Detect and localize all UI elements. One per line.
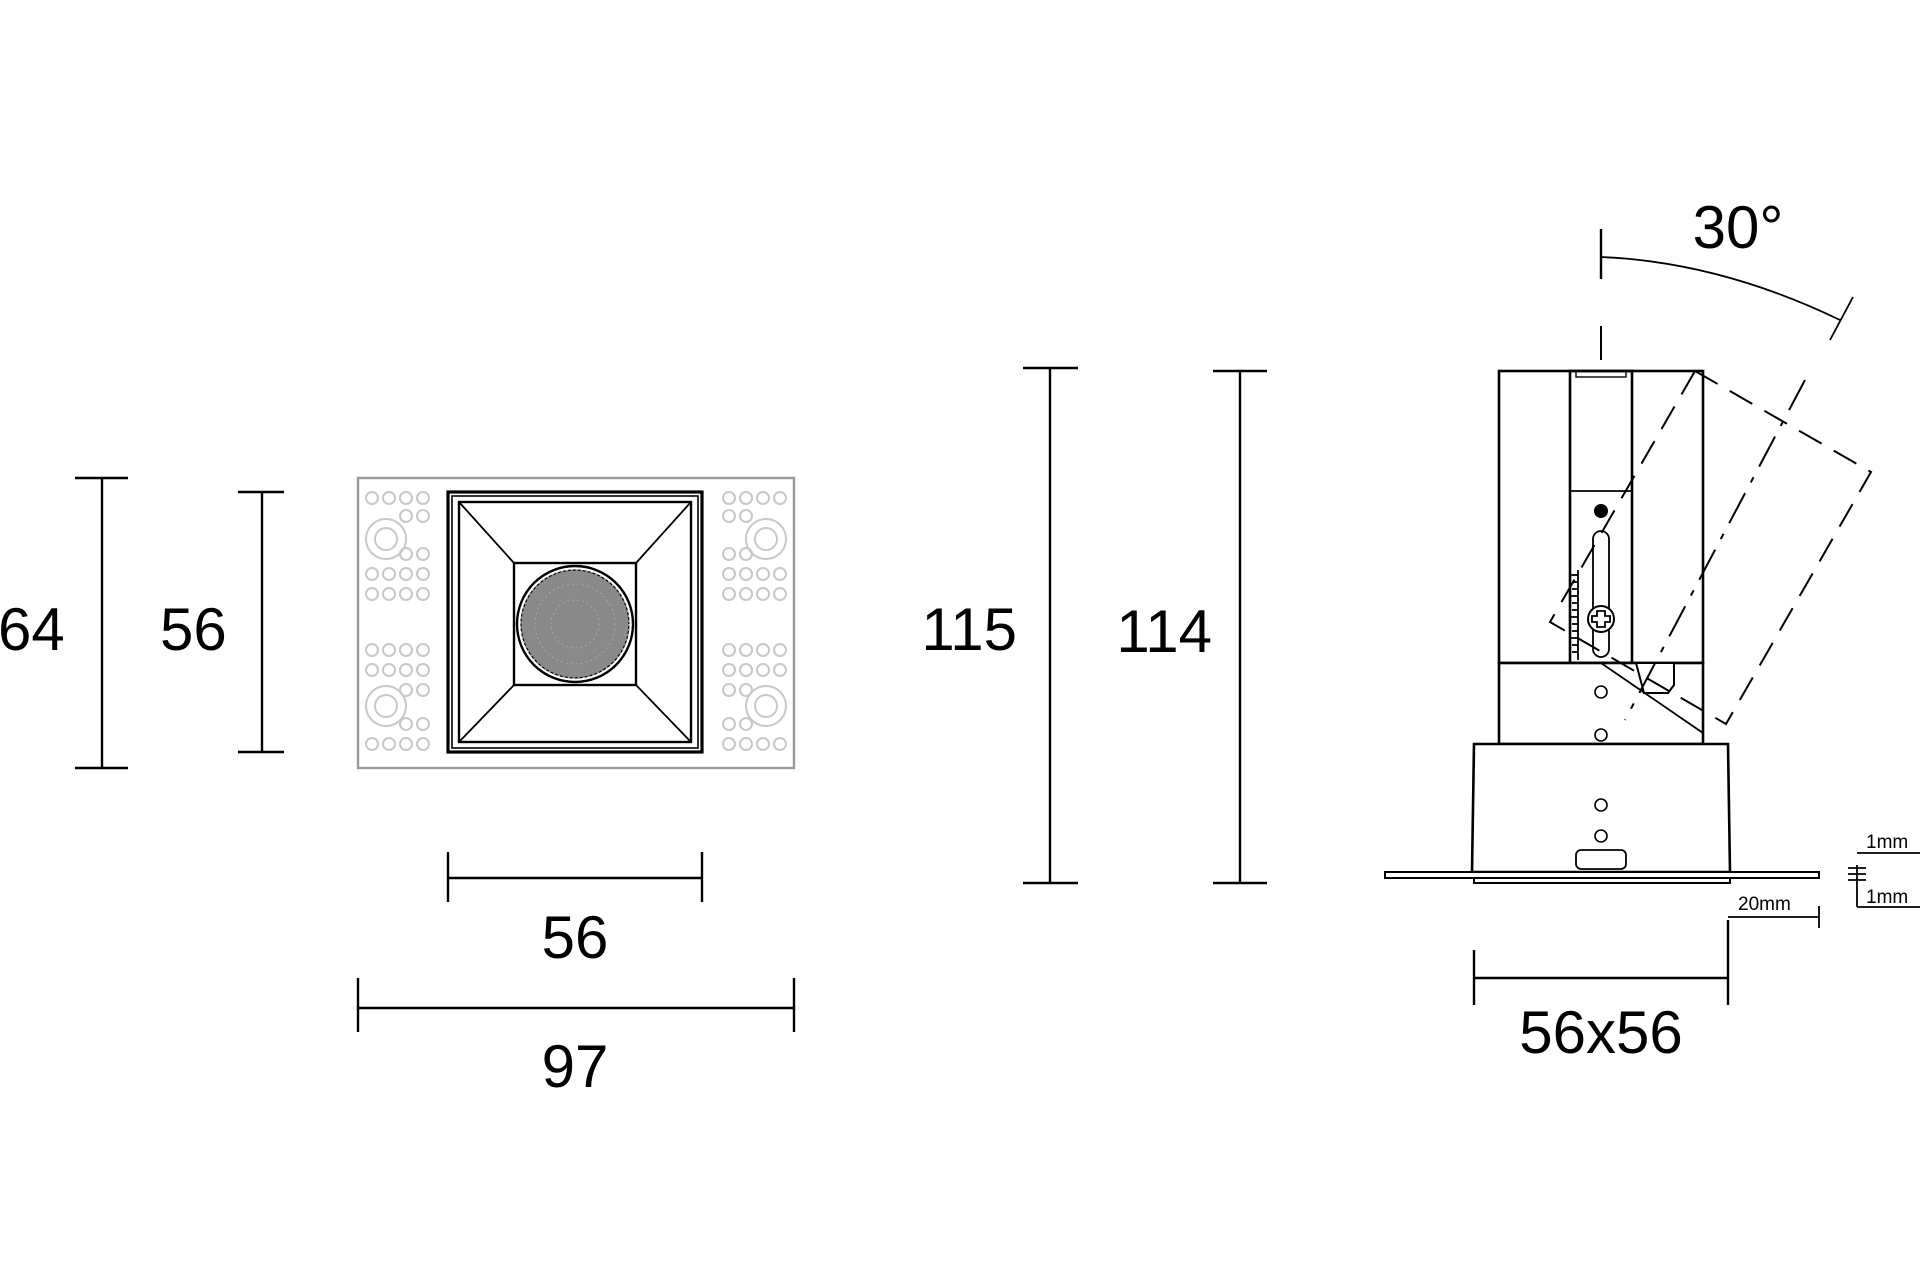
square-bezel <box>446 490 704 754</box>
dim-width-inner <box>446 852 704 902</box>
dim-height-body <box>1213 369 1267 885</box>
label-height-total: 115 <box>921 596 1017 663</box>
lens <box>515 564 635 684</box>
tilt-angle-indicator <box>1599 229 1854 341</box>
tilted-housing-outline <box>1548 369 1873 726</box>
label-tilt-angle: 30° <box>1693 194 1784 261</box>
dim-height-total <box>1023 366 1078 885</box>
label-thickness-bottom: 1mm <box>1866 887 1908 908</box>
dim-height-outer <box>75 476 128 770</box>
upper-housing <box>1497 369 1705 665</box>
label-width-outer: 97 <box>542 1033 609 1100</box>
housing-neck <box>1497 661 1705 746</box>
dim-flange <box>1728 906 1820 928</box>
phillips-screw-icon <box>1587 605 1615 633</box>
screw-icon <box>1594 504 1608 518</box>
label-height-inner: 56 <box>160 596 227 663</box>
trim-perforations-right <box>722 491 787 751</box>
base-can <box>1470 742 1732 874</box>
front-view: 64 56 <box>0 476 796 1100</box>
label-height-outer: 64 <box>0 596 65 663</box>
dim-height-inner <box>238 490 284 754</box>
side-view: 30° <box>1384 194 1920 1066</box>
trim-perforations-left <box>365 491 430 751</box>
dim-base <box>1472 920 1730 1005</box>
label-base: 56x56 <box>1519 999 1682 1066</box>
label-width-inner: 56 <box>542 904 609 971</box>
label-thickness-top: 1mm <box>1866 832 1908 853</box>
label-flange: 20mm <box>1738 894 1791 915</box>
angle-scale <box>1570 570 1579 660</box>
label-height-body: 114 <box>1116 598 1212 665</box>
dim-thickness <box>1848 852 1920 908</box>
ceiling-flange <box>1384 871 1820 884</box>
adjustment-slot <box>1592 530 1610 658</box>
dim-width-outer <box>356 978 796 1032</box>
